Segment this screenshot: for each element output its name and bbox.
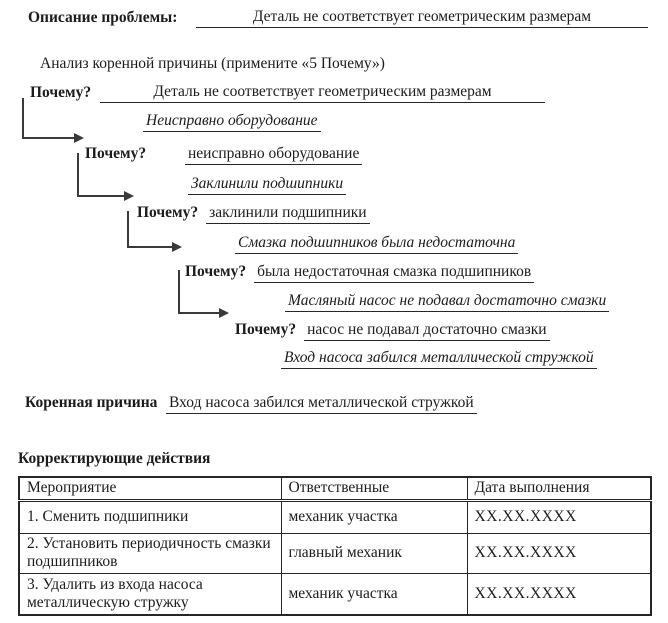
header-date: Дата выполнения [466,476,652,502]
arrowhead-icon [219,308,229,318]
cell-date-3: ХХ.ХХ.ХХХХ [466,572,652,616]
cause-2: Заклинили подшипники [188,174,347,195]
corrective-actions-heading: Корректирующие действия [18,450,211,467]
cell-date-1: ХХ.ХХ.ХХХХ [466,499,652,534]
why-2-label: Почему? [85,145,147,162]
header-responsible: Ответственные [280,476,468,502]
corrective-actions-table: Мероприятие Ответственные Дата выполнени… [18,476,652,616]
cause-5: Вход насоса забился металлической стружк… [281,348,597,369]
elbow-arrow-4 [178,270,229,318]
cause-1: Неисправно оборудование [143,111,321,132]
cell-action-3: 3. Удалить из входа насоса металлическую… [18,572,282,616]
table-row: 3. Удалить из входа насоса металлическую… [18,572,652,616]
cell-action-1: 1. Сменить подшипники [18,499,282,534]
arrowhead-icon [172,242,182,252]
elbow-arrow-2 [77,153,134,201]
why-row-4: Почему? была недостаточная смазка подшипн… [185,262,535,283]
why-1-answer: Деталь не соответствует геометрическим р… [100,82,545,103]
cell-responsible-1: механик участка [280,499,468,534]
why-5-label: Почему? [235,321,297,338]
cell-responsible-2: главный механик [280,532,468,574]
why-1-label: Почему? [30,84,92,101]
cause-4: Масляный насос не подавал достаточно сма… [285,291,610,312]
why-row-3: Почему? заклинили подшипники [137,203,370,224]
analysis-heading: Анализ коренной причины (примените «5 По… [40,55,385,72]
why-row-5: Почему? насос не подавал достаточно смазк… [235,320,550,341]
why-3-label: Почему? [137,204,199,221]
header-action: Мероприятие [18,476,282,502]
cell-responsible-3: механик участка [280,572,468,616]
why-4-label: Почему? [185,263,247,280]
problem-label: Описание проблемы: [28,9,178,26]
root-cause-value: Вход насоса забился металлической стружк… [166,393,477,414]
table-row: 2. Установить периодичность смазки подши… [18,532,652,574]
elbow-arrow-3 [127,211,182,252]
arrowhead-icon [124,191,134,201]
why-4-answer: была недостаточная смазка подшипников [254,262,535,283]
arrowhead-icon [74,133,84,143]
root-cause-label: Коренная причина [25,394,158,411]
why-3-answer: заклинили подшипники [206,203,370,224]
cause-3: Смазка подшипников была недостаточна [235,233,519,254]
table-header-row: Мероприятие Ответственные Дата выполнени… [18,476,652,502]
cell-action-2: 2. Установить периодичность смазки подши… [18,532,282,574]
cell-date-2: ХХ.ХХ.ХХХХ [466,532,652,574]
why-5-answer: насос не подавал достаточно смазки [304,320,550,341]
why-2-answer: неисправно оборудование [185,144,363,165]
elbow-arrow-1 [22,98,84,143]
table-row: 1. Сменить подшипники механик участка ХХ… [18,499,652,534]
problem-value: Деталь не соответствует геометрическим р… [196,7,648,28]
